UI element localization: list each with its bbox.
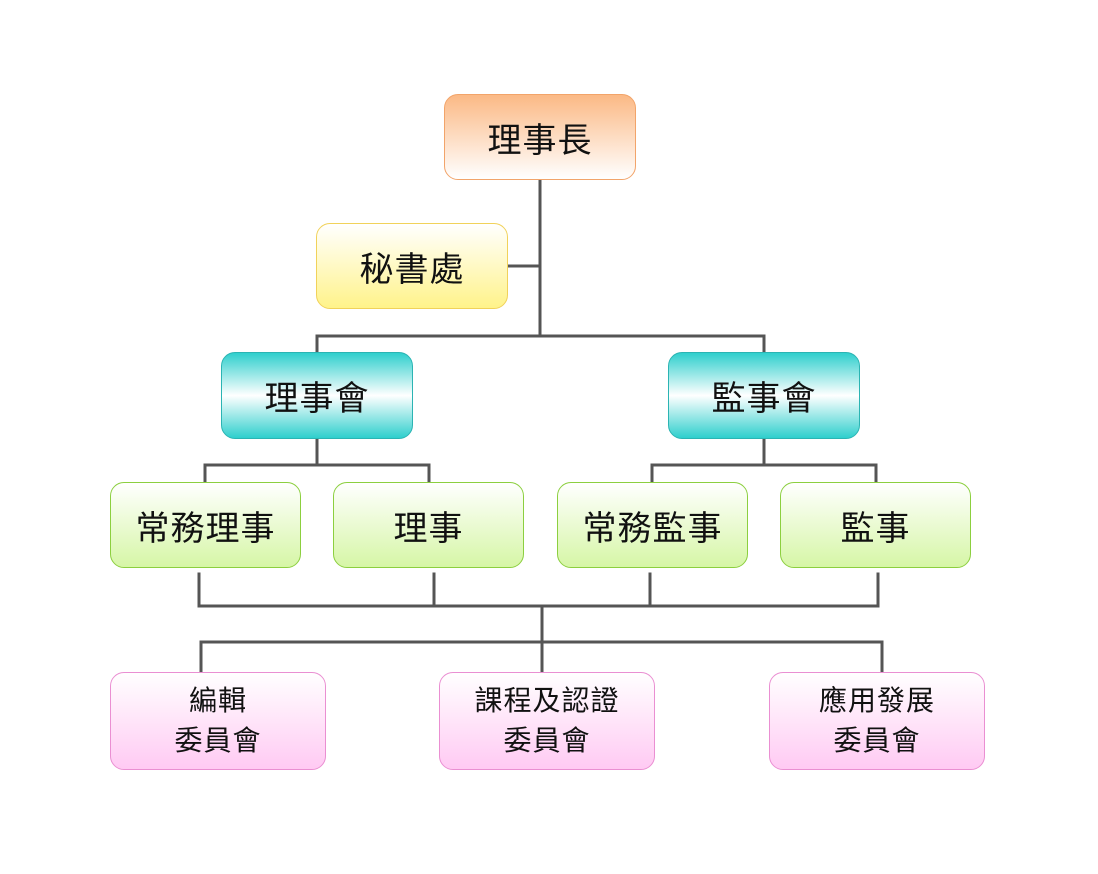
node-chairman: 理事長 — [444, 94, 636, 180]
node-course-certification-committee-line1: 課程及認證 — [474, 684, 620, 717]
node-secretariat: 秘書處 — [316, 223, 508, 309]
node-supervisors-label: 監事 — [840, 508, 911, 549]
node-directors-label: 理事 — [393, 508, 464, 549]
node-editorial-committee-line2: 委員會 — [174, 724, 262, 757]
node-application-development-committee-line2: 委員會 — [833, 724, 921, 757]
node-chairman-label: 理事長 — [487, 120, 593, 161]
node-application-development-committee: 應用發展 委員會 — [769, 672, 985, 770]
node-board-of-supervisors: 監事會 — [668, 352, 860, 439]
node-standing-supervisors: 常務監事 — [557, 482, 748, 568]
node-course-certification-committee: 課程及認證 委員會 — [439, 672, 655, 770]
node-secretariat-label: 秘書處 — [359, 249, 465, 290]
node-standing-directors-label: 常務理事 — [135, 508, 276, 549]
node-standing-directors: 常務理事 — [110, 482, 301, 568]
node-board-of-directors: 理事會 — [221, 352, 413, 439]
node-directors: 理事 — [333, 482, 524, 568]
node-course-certification-committee-line2: 委員會 — [503, 724, 591, 757]
node-standing-supervisors-label: 常務監事 — [582, 508, 723, 549]
node-supervisors: 監事 — [780, 482, 971, 568]
node-board-of-supervisors-label: 監事會 — [711, 379, 817, 419]
node-editorial-committee-line1: 編輯 — [188, 684, 247, 717]
node-board-of-directors-label: 理事會 — [264, 379, 370, 419]
node-application-development-committee-line1: 應用發展 — [818, 684, 935, 717]
node-editorial-committee: 編輯 委員會 — [110, 672, 326, 770]
